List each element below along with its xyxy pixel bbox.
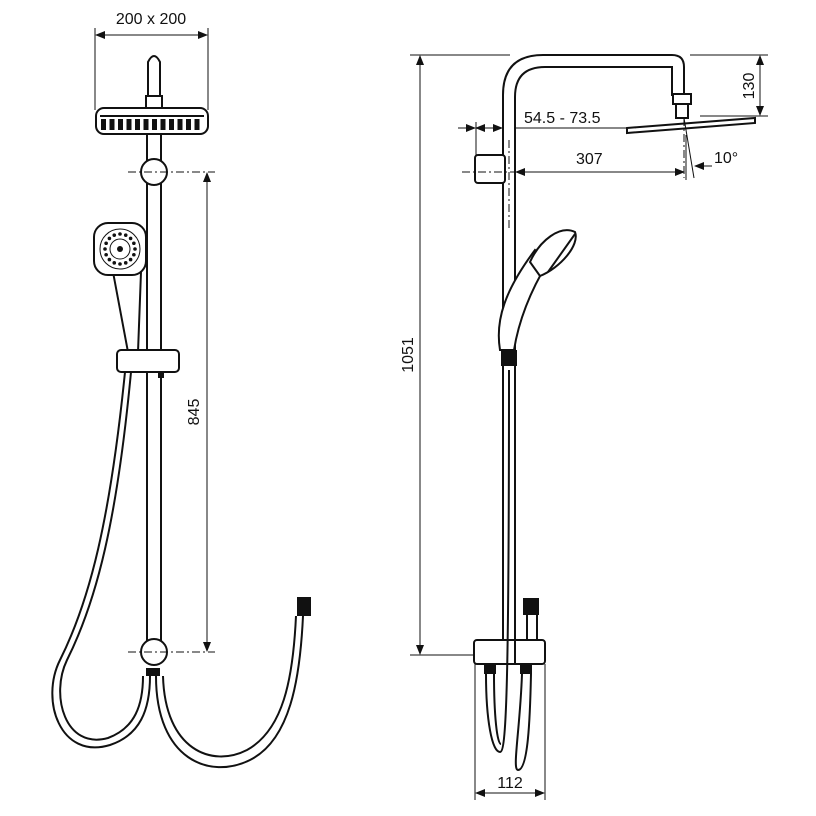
label-bracket-range: 54.5 - 73.5 <box>524 110 601 127</box>
spray-dot <box>107 236 112 241</box>
label-arm-length: 307 <box>576 151 603 168</box>
dimension-rail-height: 845 <box>186 172 211 652</box>
head-connector <box>672 93 692 105</box>
spray-dot <box>107 257 112 262</box>
nozzle <box>194 119 200 130</box>
nozzle <box>143 119 149 130</box>
label-total-height: 1051 <box>400 337 417 373</box>
nozzle <box>101 119 106 130</box>
hose-left <box>51 371 151 749</box>
label-head-drop: 130 <box>741 73 758 100</box>
nozzle <box>152 119 157 130</box>
spray-dot <box>103 247 107 251</box>
spray-dot <box>128 257 133 262</box>
spray-dot <box>104 252 108 257</box>
dimension-total-height: 1051 <box>400 54 510 656</box>
side-view: 1051 130 54.5 - 73.5 <box>400 54 768 800</box>
rail <box>146 129 162 656</box>
label-head-size: 200 x 200 <box>116 11 186 28</box>
dimension-head-drop: 130 <box>690 54 768 117</box>
hose-side-b <box>514 673 532 772</box>
nozzle <box>186 119 191 130</box>
nozzle <box>109 119 115 130</box>
spray-dot <box>112 261 117 265</box>
hose-right <box>155 615 304 769</box>
spray-dot <box>112 233 117 237</box>
spray-dot <box>123 261 128 265</box>
hand-shower-clip <box>501 350 517 366</box>
spray-dot <box>133 247 137 251</box>
dimension-head-size: 200 x 200 <box>94 11 209 110</box>
dimension-arm-length: 307 <box>515 135 687 180</box>
dimension-head-angle: 10° <box>683 117 738 179</box>
shower-arm <box>147 55 161 106</box>
nozzle <box>169 119 174 130</box>
overhead-shower-head <box>95 107 209 135</box>
overhead-head-side <box>626 116 756 135</box>
hand-shower-holder <box>116 349 180 373</box>
nozzle <box>126 119 132 130</box>
front-view: 200 x 200 845 <box>51 11 311 769</box>
wall-bracket <box>474 154 506 184</box>
spray-dot <box>118 232 122 236</box>
nozzle <box>118 119 123 130</box>
spray-dot <box>128 236 133 241</box>
hose-end <box>297 597 311 616</box>
label-rail-height: 845 <box>186 399 203 426</box>
arm-nut <box>145 95 163 109</box>
nozzle <box>135 119 140 130</box>
spray-dot <box>132 241 136 246</box>
riser-pipe <box>502 54 685 650</box>
dimension-mixer-width: 112 <box>474 664 546 800</box>
hose-end-side <box>523 598 539 615</box>
mixer <box>473 639 546 665</box>
label-head-angle: 10° <box>714 150 738 167</box>
nozzle <box>177 119 183 130</box>
spray-dot <box>132 252 136 257</box>
label-mixer-width: 112 <box>497 775 523 792</box>
spray-dot <box>123 233 128 237</box>
spray-dot <box>118 262 122 266</box>
hand-shower <box>93 222 147 353</box>
hand-shower-side <box>497 229 577 351</box>
dimension-bracket-range: 54.5 - 73.5 <box>458 110 630 160</box>
spray-dot <box>104 241 108 246</box>
hose-side-a <box>485 369 510 754</box>
nozzle <box>160 119 166 130</box>
